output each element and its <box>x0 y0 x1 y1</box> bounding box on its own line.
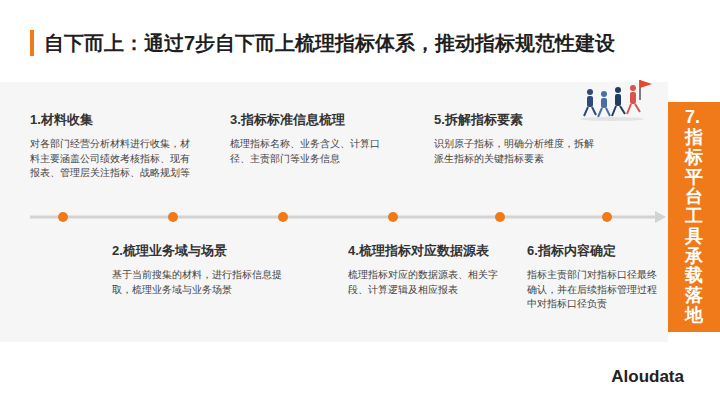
step-card: 2.梳理业务域与场景基于当前搜集的材料，进行指标信息提取，梳理业务域与业务场景 <box>112 243 282 297</box>
brand-logo: Aloudata <box>611 367 684 387</box>
vertical-label: 7.指标平台工具承载落地 <box>685 108 703 326</box>
step-heading: 6.指标内容确定 <box>527 243 659 260</box>
step-card: 1.材料收集对各部门经营分析材料进行收集，材料主要涵盖公司绩效考核指标、现有报表… <box>30 112 190 181</box>
step-heading: 5.拆解指标要素 <box>434 112 599 129</box>
step-description: 基于当前搜集的材料，进行指标信息提取，梳理业务域与业务场景 <box>112 268 282 297</box>
step-heading: 4.梳理指标对应数据源表 <box>348 243 508 260</box>
step-heading: 1.材料收集 <box>30 112 190 129</box>
step-description: 识别原子指标，明确分析维度，拆解派生指标的关键指标要素 <box>434 137 599 166</box>
step-heading: 2.梳理业务域与场景 <box>112 243 282 260</box>
timeline-band <box>0 82 668 342</box>
step-card: 6.指标内容确定指标主责部门对指标口径最终确认，并在后续指标管理过程中对指标口径… <box>527 243 659 312</box>
step-description: 对各部门经营分析材料进行收集，材料主要涵盖公司绩效考核指标、现有报表、管理层关注… <box>30 137 190 181</box>
step-card: 3.指标标准信息梳理梳理指标名称、业务含义、计算口径、主责部门等业务信息 <box>230 112 390 166</box>
step-card: 5.拆解指标要素识别原子指标，明确分析维度，拆解派生指标的关键指标要素 <box>434 112 599 166</box>
step-card: 4.梳理指标对应数据源表梳理指标对应的数据源表、相关字段、计算逻辑及相应报表 <box>348 243 508 297</box>
title-bar <box>30 30 34 56</box>
slide-title: 自下而上：通过7步自下而上梳理指标体系，推动指标规范性建设 <box>44 30 615 57</box>
timeline-line <box>30 216 655 219</box>
step-description: 梳理指标对应的数据源表、相关字段、计算逻辑及相应报表 <box>348 268 508 297</box>
step-description: 指标主责部门对指标口径最终确认，并在后续指标管理过程中对指标口径负责 <box>527 268 659 312</box>
step-heading: 3.指标标准信息梳理 <box>230 112 390 129</box>
timeline-dots <box>58 212 612 222</box>
running-people-illustration <box>580 80 652 121</box>
timeline-arrowhead <box>655 211 666 223</box>
platform-panel: 7.指标平台工具承载落地 <box>668 102 720 332</box>
step-description: 梳理指标名称、业务含义、计算口径、主责部门等业务信息 <box>230 137 390 166</box>
